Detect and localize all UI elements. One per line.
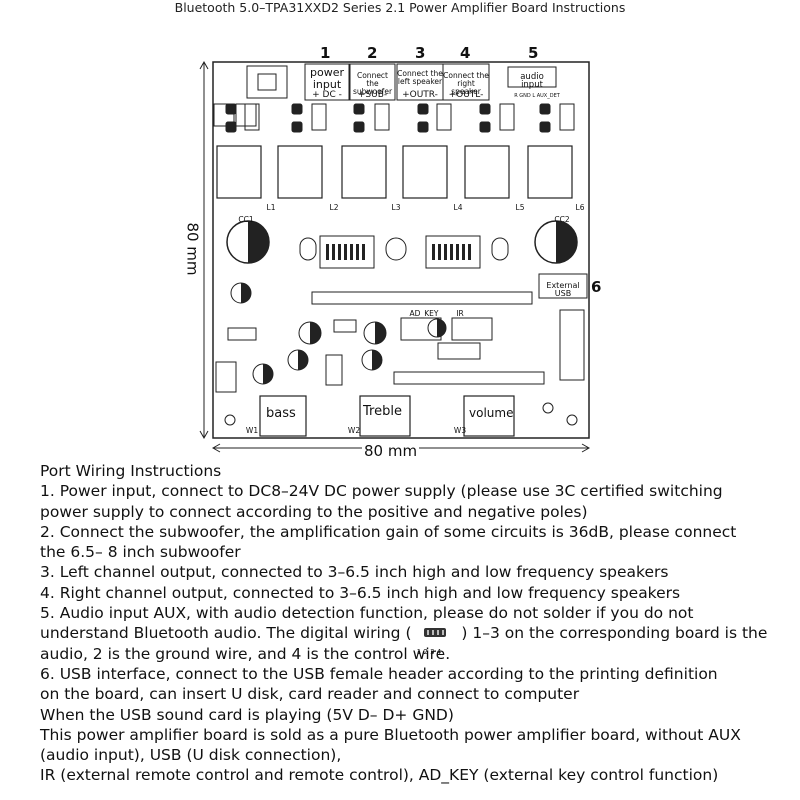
port-polarity-left-speaker: +OUTR- (402, 90, 438, 100)
instruction-line: audio, 2 is the ground wire, and 4 is th… (40, 644, 451, 663)
page-title: Bluetooth 5.0–TPA31XXD2 Series 2.1 Power… (174, 0, 626, 15)
instruction-line: power supply to connect according to the… (40, 502, 588, 521)
port-number-1: 1 (320, 44, 331, 62)
port-label-right-speaker: Connect the right speaker (443, 71, 489, 96)
port-label-subwoofer: Connect the subwoofer (352, 71, 393, 96)
capacitor-row (225, 103, 575, 133)
instruction-line: 6. USB interface, connect to the USB fem… (40, 664, 718, 683)
port-number-6: 6 (591, 278, 602, 296)
instruction-line: (audio input), USB (U disk connection), (40, 746, 342, 765)
big-capacitors (226, 220, 578, 385)
w2-label: W2 (347, 426, 361, 435)
wiring-instructions: Port Wiring Instructions 1. Power input,… (40, 461, 790, 786)
bass-knob-label: bass (266, 406, 296, 421)
port-label-power: power input (310, 66, 344, 91)
coil-label-l2: L2 (329, 203, 339, 212)
w3-label: W3 (453, 426, 467, 435)
instruction-line: IR (external remote control and remote c… (40, 766, 719, 785)
knob-boxes (259, 395, 515, 437)
port-number-3: 3 (415, 44, 426, 62)
instruction-line: on the board, can insert U disk, card re… (40, 685, 580, 704)
instruction-line: 1. Power input, connect to DC8–24V DC po… (40, 482, 723, 501)
port-number-2: 2 (367, 44, 378, 62)
treble-knob-label: Treble (363, 404, 402, 419)
w1-label: W1 (245, 426, 259, 435)
width-dimension: 80 mm (362, 442, 420, 460)
coil-label-l3: L3 (391, 203, 401, 212)
volume-knob-label: volume (469, 406, 514, 420)
pin-header-icon (420, 627, 452, 641)
mounting-holes (224, 402, 578, 426)
board-outline (212, 61, 590, 439)
cc1-label: CC1 (238, 215, 254, 224)
coil-label-l4: L4 (453, 203, 463, 212)
inductor-blocks (216, 145, 573, 199)
instruction-line: 4. Right channel output, connected to 3–… (40, 583, 681, 602)
digital-wiring-text-after: ) 1–3 on the corresponding board is the (461, 624, 768, 643)
port-label-audio-input: audio input (520, 72, 544, 90)
digital-wiring-text-before: understand Bluetooth audio. The digital … (40, 624, 412, 643)
instructions-heading: Port Wiring Instructions (40, 462, 222, 480)
smd-row (215, 291, 585, 393)
instruction-line: the 6.5– 8 inch subwoofer (40, 543, 241, 562)
coil-label-l6: L6 (575, 203, 585, 212)
top-terminals (213, 65, 288, 127)
instruction-line-digital: understand Bluetooth audio. The digital … (40, 623, 790, 643)
port-polarity-power: + DC - (312, 90, 342, 100)
usb-label: External USB (546, 281, 580, 298)
chip-pins (326, 244, 471, 260)
pin-numbers: 1 2 3 4 (416, 648, 442, 656)
instruction-line: 2. Connect the subwoofer, the amplificat… (40, 522, 737, 541)
port-polarity-audio-input: R GND L AUX_DET (514, 93, 560, 99)
ad-key-label: AD_KEY (409, 309, 439, 318)
board-diagram (199, 60, 591, 453)
instruction-line: 3. Left channel output, connected to 3–6… (40, 563, 669, 582)
instruction-line: When the USB sound card is playing (5V D… (40, 705, 454, 724)
port-label-left-speaker: Connect the left speaker (397, 69, 443, 86)
port-number-5: 5 (528, 44, 539, 62)
port-number-4: 4 (460, 44, 471, 62)
ir-label: IR (456, 309, 464, 318)
height-dimension: 80 mm (183, 220, 202, 278)
instruction-line: This power amplifier board is sold as a … (40, 725, 741, 744)
cc2-label: CC2 (554, 215, 570, 224)
port-frames (304, 63, 588, 299)
coil-label-l1: L1 (266, 203, 276, 212)
amplifier-chips (299, 235, 509, 269)
coil-label-l5: L5 (515, 203, 525, 212)
port-polarity-subwoofer: +SUB- (357, 90, 388, 100)
instruction-line: 5. Audio input AUX, with audio detection… (40, 604, 694, 623)
port-polarity-right-speaker: +OUTL- (448, 90, 484, 100)
